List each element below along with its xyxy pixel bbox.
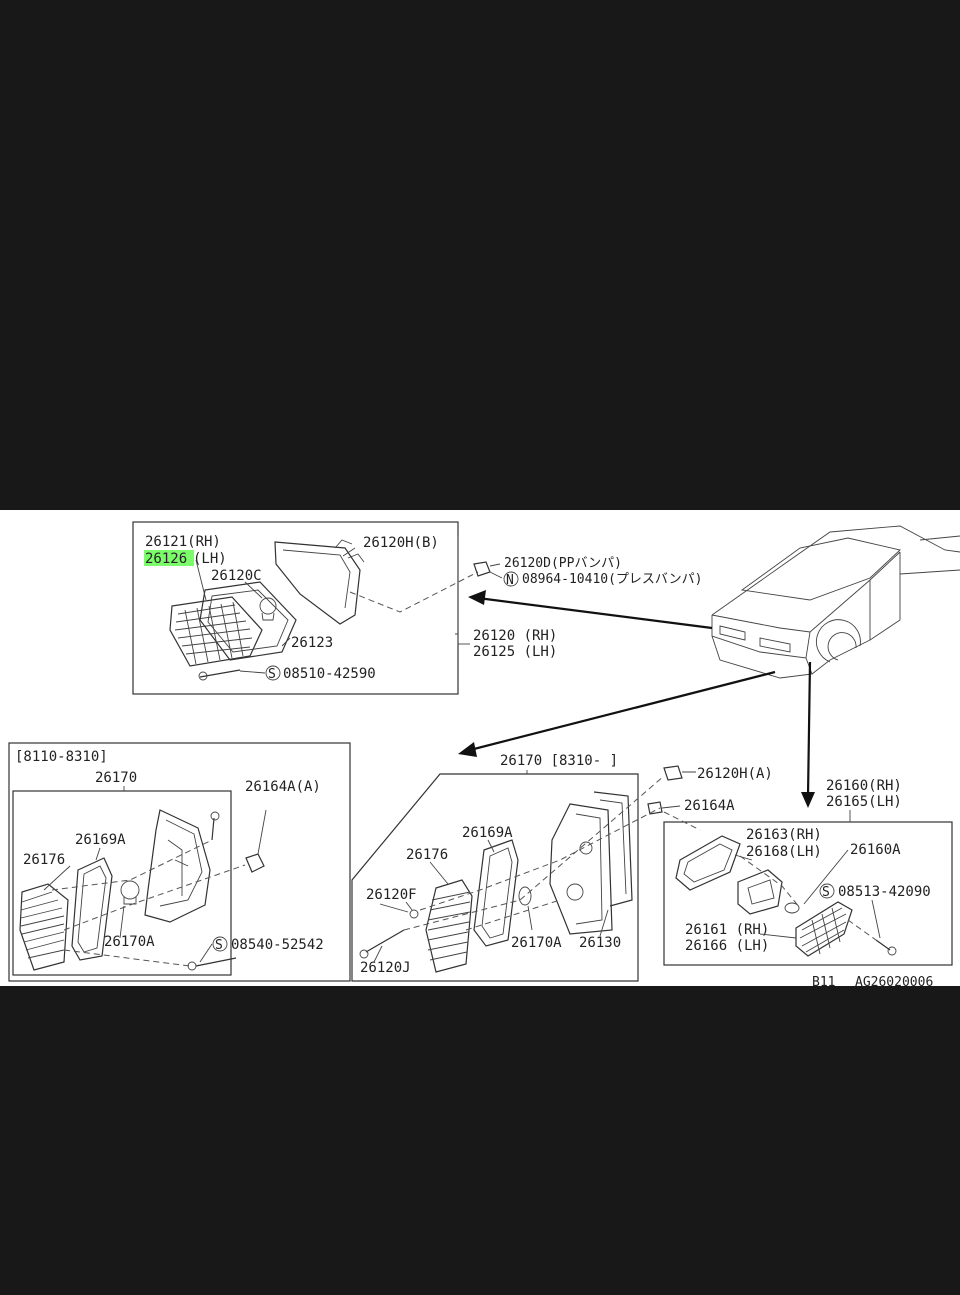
label-26170A-mid: 26170A	[511, 935, 562, 951]
label-26126-suffix: (LH)	[193, 551, 227, 567]
side-marker-box	[663, 821, 953, 966]
label-26160: 26160(RH)	[826, 778, 902, 794]
label-26170-mid: 26170 [8310- ]	[500, 753, 618, 769]
s-symbol-08513: S	[822, 885, 830, 900]
highlight-26126	[144, 550, 194, 566]
label-08510: 08510-42590	[283, 666, 376, 682]
label-26168: 26168(LH)	[746, 844, 822, 860]
label-26120: 26120 (RH)	[473, 628, 557, 644]
label-26170-left: 26170	[95, 770, 137, 786]
label-26176-left: 26176	[23, 852, 65, 868]
label-08964: 08964-10410(プレスバンパ)	[522, 572, 702, 587]
label-26120F: 26120F	[366, 887, 417, 903]
label-26169A-mid: 26169A	[462, 825, 513, 841]
rear-lamp-left-drawing	[19, 809, 267, 971]
clip-26120D	[473, 561, 491, 577]
label-08540: 08540-52542	[231, 937, 324, 953]
label-26176-mid: 26176	[406, 847, 448, 863]
label-26126: 26126	[145, 551, 187, 567]
label-26120H-A: 26120H(A)	[697, 766, 773, 782]
label-26160A: 26160A	[850, 842, 901, 858]
label-26130: 26130	[579, 935, 621, 951]
label-26169A-left: 26169A	[75, 832, 126, 848]
pointer-arrows	[458, 590, 815, 808]
label-26121: 26121(RH)	[145, 534, 221, 550]
label-26164A-A: 26164A(A)	[245, 779, 321, 795]
label-08513: 08513-42090	[838, 884, 931, 900]
side-marker-drawing	[663, 811, 897, 957]
label-26120J: 26120J	[360, 960, 411, 976]
footer-code: AG26020006	[855, 975, 933, 986]
label-26120H-B: 26120H(B)	[363, 535, 439, 551]
label-26120D: 26120D(PPバンパ)	[504, 556, 622, 571]
label-26170A-left: 26170A	[104, 934, 155, 950]
parts-diagram: 26121(RH) 26126 (LH) 26120H(B) 26120C 26…	[0, 510, 960, 986]
n-mark-08964	[503, 571, 519, 587]
s-symbol-08540: S	[215, 938, 223, 953]
label-26163: 26163(RH)	[746, 827, 822, 843]
label-26164A: 26164A	[684, 798, 735, 814]
front-lens-drawing	[169, 539, 365, 681]
s-mark-08540	[212, 936, 228, 952]
rear-lamp-left-inner-box	[12, 790, 232, 976]
label-26161: 26161 (RH)	[685, 922, 769, 938]
label-26120C: 26120C	[211, 568, 262, 584]
label-26123: 26123	[291, 635, 333, 651]
s-mark-08510	[265, 665, 281, 681]
car-sketch	[711, 525, 960, 679]
label-26125: 26125 (LH)	[473, 644, 557, 660]
parts-diagram-svg: 26121(RH) 26126 (LH) 26120H(B) 26120C 26…	[8, 521, 960, 986]
footer-model: B11	[812, 975, 835, 986]
rear-lamp-mid-drawing	[359, 765, 696, 973]
n-symbol-08964: N	[506, 573, 514, 588]
label-26166: 26166 (LH)	[685, 938, 769, 954]
s-mark-08513	[819, 883, 835, 899]
range-8310-box	[351, 773, 639, 982]
label-range-left: [8110-8310]	[15, 749, 108, 765]
label-26165: 26165(LH)	[826, 794, 902, 810]
range-8110-8310-box	[8, 742, 351, 982]
s-symbol-08510: S	[268, 667, 276, 682]
